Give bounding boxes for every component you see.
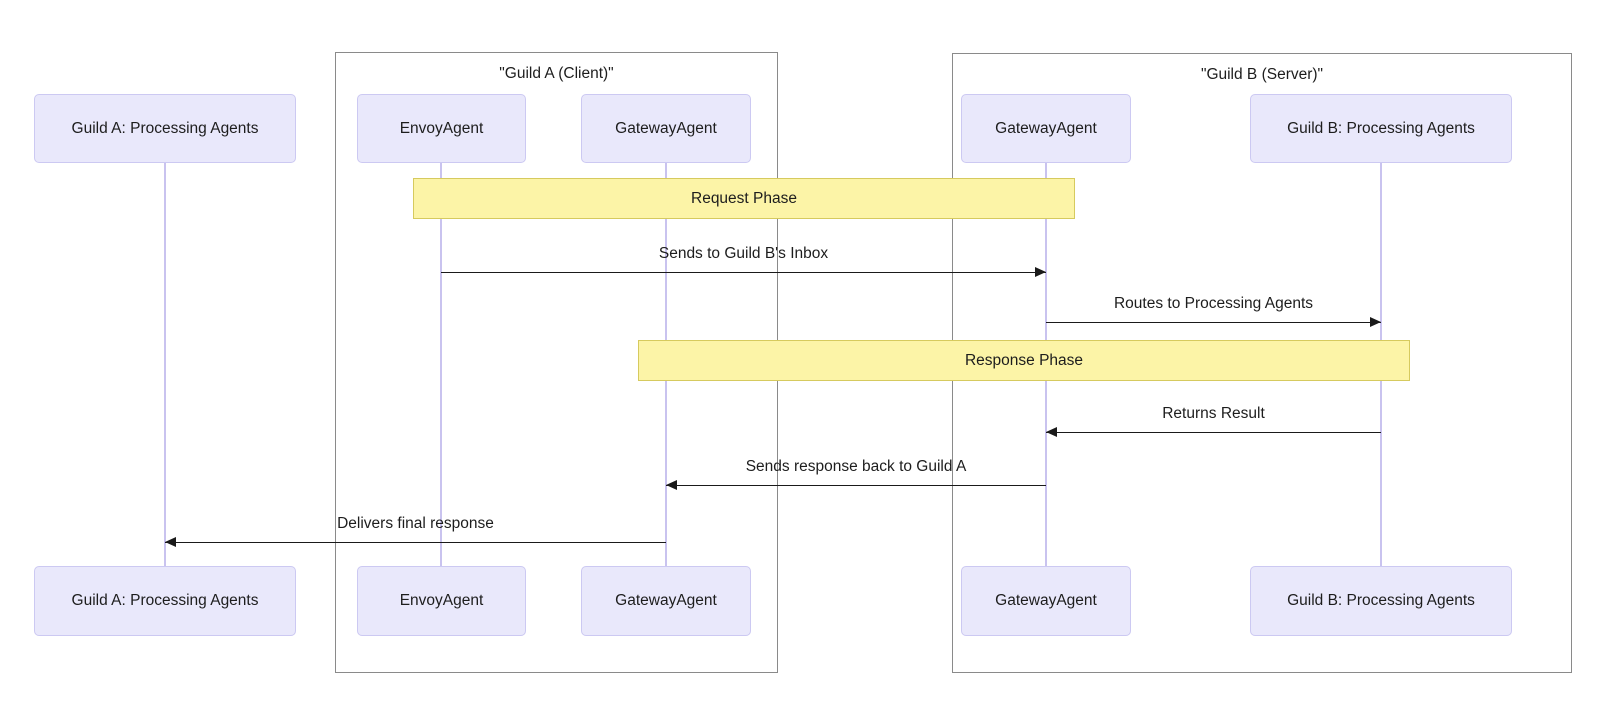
participant-label: Guild B: Processing Agents [1287, 119, 1475, 137]
group-title-guild-b: "Guild B (Server)" [1200, 66, 1324, 83]
participant-label: GatewayAgent [615, 592, 717, 609]
participant-top-a-envoy[interactable]: EnvoyAgent [357, 94, 526, 163]
message-label-m2: Routes to Processing Agents [1113, 295, 1314, 312]
participant-top-b-processing[interactable]: Guild B: Processing Agents [1250, 94, 1512, 163]
message-label-m3: Returns Result [1162, 405, 1265, 422]
message-arrowhead-m1 [1035, 267, 1046, 277]
phase-bar-label: Response Phase [964, 351, 1084, 369]
phase-bar-request-phase: Request Phase [413, 178, 1075, 219]
message-label-m1: Sends to Guild B's Inbox [658, 245, 829, 262]
participant-bottom-b-processing[interactable]: Guild B: Processing Agents [1250, 566, 1512, 636]
participant-label: EnvoyAgent [399, 119, 484, 137]
lifeline-a-processing [164, 163, 166, 566]
message-line-m3 [1046, 432, 1381, 433]
participant-label: Guild A: Processing Agents [71, 592, 259, 609]
message-line-m2 [1046, 322, 1381, 323]
participant-top-a-gateway[interactable]: GatewayAgent [581, 94, 751, 163]
phase-bar-label: Request Phase [691, 189, 797, 207]
message-arrowhead-m5 [165, 537, 176, 547]
participant-bottom-a-gateway[interactable]: GatewayAgent [581, 566, 751, 636]
phase-bar-response-phase: Response Phase [638, 340, 1410, 381]
participant-label: GatewayAgent [995, 592, 1097, 609]
participant-label: GatewayAgent [995, 119, 1097, 137]
participant-label: GatewayAgent [615, 119, 717, 137]
participant-top-a-processing[interactable]: Guild A: Processing Agents [34, 94, 296, 163]
message-arrowhead-m2 [1370, 317, 1381, 327]
participant-label: EnvoyAgent [399, 592, 484, 609]
participant-bottom-a-processing[interactable]: Guild A: Processing Agents [34, 566, 296, 636]
participant-label: Guild A: Processing Agents [71, 119, 259, 137]
message-arrowhead-m3 [1046, 427, 1057, 437]
lifeline-a-envoy [440, 163, 442, 566]
message-line-m5 [165, 542, 666, 543]
group-title-guild-a: "Guild A (Client)" [499, 65, 614, 82]
participant-bottom-a-envoy[interactable]: EnvoyAgent [357, 566, 526, 636]
message-label-m4: Sends response back to Guild A [745, 458, 967, 475]
participant-top-b-gateway[interactable]: GatewayAgent [961, 94, 1131, 163]
participant-bottom-b-gateway[interactable]: GatewayAgent [961, 566, 1131, 636]
message-line-m1 [441, 272, 1046, 273]
participant-label: Guild B: Processing Agents [1287, 592, 1475, 609]
message-label-m5: Delivers final response [337, 515, 494, 532]
message-line-m4 [666, 485, 1046, 486]
message-arrowhead-m4 [666, 480, 677, 490]
